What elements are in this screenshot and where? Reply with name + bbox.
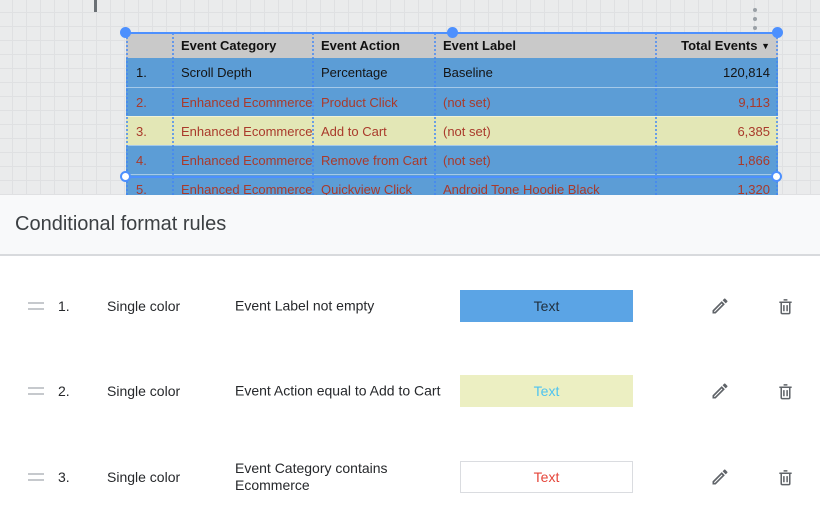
color-swatch: Text bbox=[460, 290, 633, 322]
cell-total-events: 6,385 bbox=[737, 123, 770, 139]
resize-handle-bottom-left[interactable] bbox=[120, 171, 131, 182]
cell-event-label: Baseline bbox=[443, 65, 493, 80]
cell-event-label: (not set) bbox=[443, 94, 491, 110]
column-separator[interactable] bbox=[655, 33, 657, 195]
cell-total-events: 9,113 bbox=[738, 94, 770, 110]
cell-event-action: Quickview Click bbox=[321, 181, 413, 196]
pencil-icon bbox=[712, 383, 728, 399]
row-number: 1. bbox=[136, 65, 147, 80]
column-separator[interactable] bbox=[172, 33, 174, 195]
drag-handle-icon[interactable] bbox=[28, 387, 44, 395]
column-separator bbox=[126, 33, 128, 195]
cell-event-action: Add to Cart bbox=[321, 123, 387, 139]
edit-rule-button[interactable] bbox=[707, 293, 733, 319]
cell-total-events: 1,866 bbox=[737, 152, 770, 168]
trash-icon bbox=[778, 298, 792, 314]
rule-type: Single color bbox=[107, 383, 181, 399]
color-swatch: Text bbox=[460, 461, 633, 493]
cell-event-action: Product Click bbox=[321, 94, 398, 110]
trash-icon bbox=[778, 383, 792, 399]
format-rule-row: 1. Single color Event Label not empty Te… bbox=[0, 290, 820, 322]
drag-handle-icon[interactable] bbox=[28, 302, 44, 310]
rule-number: 2. bbox=[58, 383, 70, 399]
cell-event-category: Enhanced Ecommerce bbox=[181, 123, 313, 139]
edit-rule-button[interactable] bbox=[707, 464, 733, 490]
sort-desc-icon: ▼ bbox=[761, 41, 770, 51]
canvas-guide-mark bbox=[94, 0, 97, 12]
more-options-icon[interactable] bbox=[751, 8, 759, 30]
panel-title: Conditional format rules bbox=[15, 213, 227, 235]
cell-event-category: Scroll Depth bbox=[181, 65, 252, 80]
drag-handle-icon[interactable] bbox=[28, 473, 44, 481]
rule-type: Single color bbox=[107, 469, 181, 485]
trash-icon bbox=[778, 469, 792, 485]
table-row: 2. Enhanced Ecommerce Product Click (not… bbox=[126, 87, 778, 116]
row-number: 5. bbox=[136, 181, 147, 196]
delete-rule-button[interactable] bbox=[772, 464, 798, 490]
cell-event-label: Android Tone Hoodie Black bbox=[443, 181, 600, 196]
row-number: 3. bbox=[136, 123, 147, 139]
header-event-category: Event Category bbox=[181, 38, 277, 53]
cell-event-action: Percentage bbox=[321, 65, 388, 80]
rule-type: Single color bbox=[107, 298, 181, 314]
format-rule-row: 2. Single color Event Action equal to Ad… bbox=[0, 375, 820, 407]
resize-handle-bottom-right[interactable] bbox=[771, 171, 782, 182]
format-rule-row: 3. Single color Event Category contains … bbox=[0, 460, 820, 493]
rule-condition: Event Category contains Ecommerce bbox=[235, 460, 388, 493]
header-total-events[interactable]: Total Events ▼ bbox=[681, 38, 770, 53]
header-event-label: Event Label bbox=[443, 38, 516, 53]
rule-condition: Event Label not empty bbox=[235, 297, 375, 314]
table-row: 4. Enhanced Ecommerce Remove from Cart (… bbox=[126, 145, 778, 174]
data-table[interactable]: Event Category Event Action Event Label … bbox=[126, 33, 778, 195]
cell-event-label: (not set) bbox=[443, 123, 491, 139]
rule-condition: Event Action equal to Add to Cart bbox=[235, 382, 441, 399]
cell-total-events: 120,814 bbox=[723, 65, 770, 80]
rule-number: 1. bbox=[58, 298, 70, 314]
row-number: 2. bbox=[136, 94, 147, 110]
resize-handle-top-right[interactable] bbox=[772, 27, 783, 38]
conditional-format-panel: Conditional format rules 1. Single color… bbox=[0, 195, 820, 524]
table-row: 3. Enhanced Ecommerce Add to Cart (not s… bbox=[126, 116, 778, 145]
color-swatch: Text bbox=[460, 375, 633, 407]
delete-rule-button[interactable] bbox=[772, 378, 798, 404]
selection-border-bottom bbox=[126, 176, 778, 178]
cell-event-action: Remove from Cart bbox=[321, 152, 428, 168]
cell-total-events: 1,320 bbox=[737, 181, 770, 196]
edit-rule-button[interactable] bbox=[707, 378, 733, 404]
delete-rule-button[interactable] bbox=[772, 293, 798, 319]
pencil-icon bbox=[712, 469, 728, 485]
resize-handle-top-center[interactable] bbox=[447, 27, 458, 38]
column-separator[interactable] bbox=[434, 33, 436, 195]
cell-event-category: Enhanced Ecommerce bbox=[181, 152, 313, 168]
rule-number: 3. bbox=[58, 469, 70, 485]
pencil-icon bbox=[712, 298, 728, 314]
column-separator[interactable] bbox=[312, 33, 314, 195]
row-number: 4. bbox=[136, 152, 147, 168]
table-row: 1. Scroll Depth Percentage Baseline 120,… bbox=[126, 58, 778, 87]
table-row: 5. Enhanced Ecommerce Quickview Click An… bbox=[126, 174, 778, 195]
resize-handle-top-left[interactable] bbox=[120, 27, 131, 38]
cell-event-category: Enhanced Ecommerce bbox=[181, 181, 313, 196]
cell-event-category: Enhanced Ecommerce bbox=[181, 94, 313, 110]
column-separator bbox=[776, 33, 778, 195]
panel-header: Conditional format rules bbox=[0, 195, 820, 256]
cell-event-label: (not set) bbox=[443, 152, 491, 168]
header-event-action: Event Action bbox=[321, 38, 400, 53]
